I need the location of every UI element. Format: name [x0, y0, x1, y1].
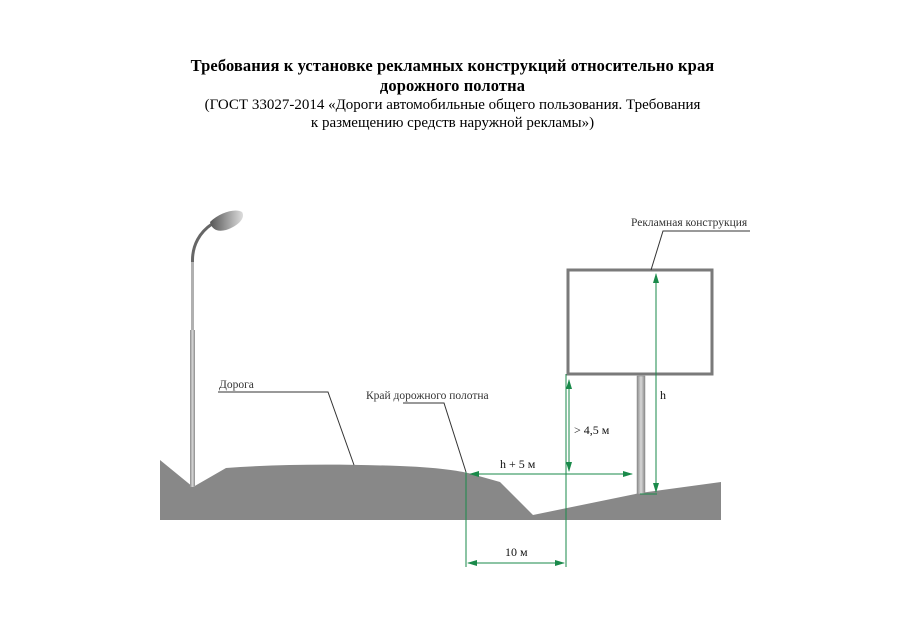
- ground-profile: [160, 460, 721, 520]
- subtitle-line-1: (ГОСТ 33027-2014 «Дороги автомобильные о…: [204, 97, 701, 113]
- road-edge-label: Край дорожного полотна: [366, 390, 489, 402]
- dimension-lines: [465, 273, 659, 567]
- billboard-leader-line: [650, 230, 750, 271]
- clearance-height-label: > 4,5 м: [574, 423, 610, 437]
- billboard-label: Рекламная конструкция: [631, 217, 748, 229]
- title-block: Требования к установке рекламных констру…: [0, 56, 905, 132]
- subtitle-line-2: к размещению средств наружной рекламы»): [310, 115, 595, 131]
- title-line-1: Требования к установке рекламных констру…: [190, 56, 715, 75]
- street-lamp-icon: [190, 210, 244, 487]
- horizontal-distance-label: h + 5 м: [500, 457, 536, 471]
- min-distance-label: 10 м: [505, 545, 528, 559]
- structure-height-label: h: [660, 388, 666, 402]
- road-edge-leader-line: [403, 402, 467, 473]
- title-line-2: дорожного полотна: [379, 76, 526, 95]
- billboard-icon: [566, 268, 714, 495]
- road-leader-line: [218, 391, 355, 466]
- road-label: Дорога: [219, 379, 254, 391]
